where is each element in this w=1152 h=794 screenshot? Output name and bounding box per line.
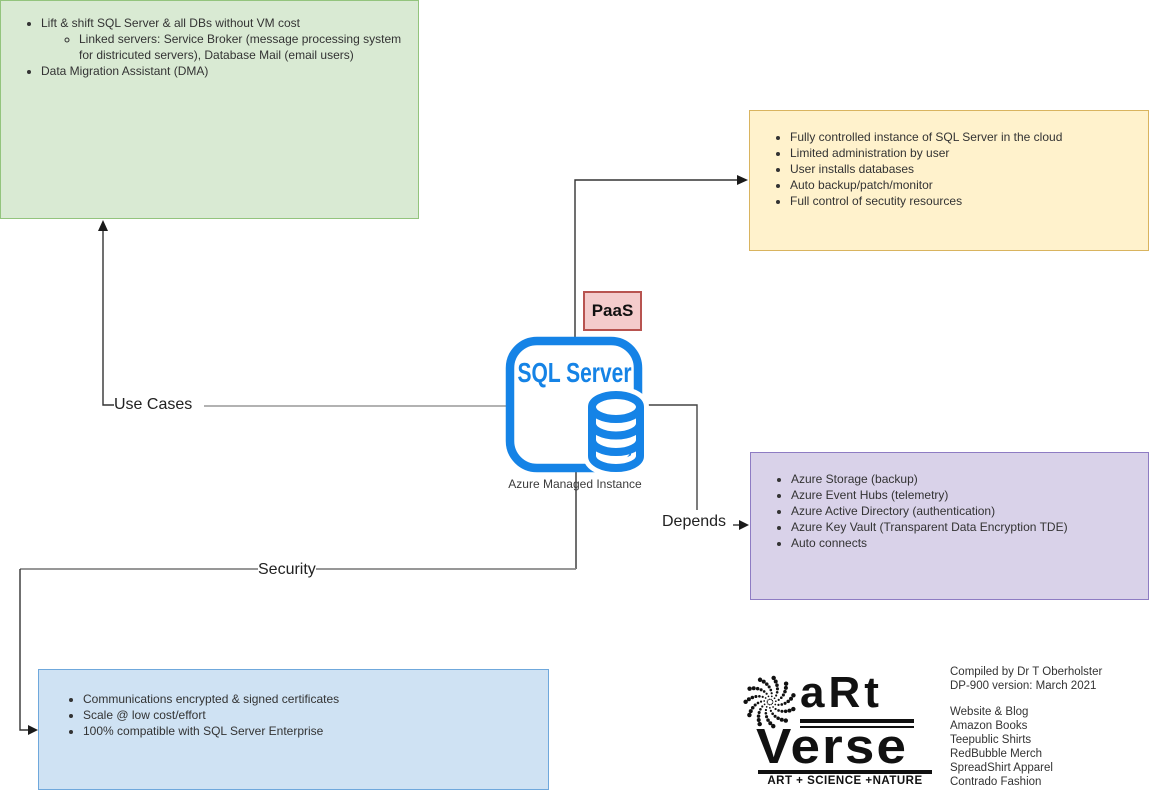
security-label: Security <box>258 561 316 579</box>
depends-label: Depends <box>662 513 727 531</box>
security-list: Communications encrypted & signed certif… <box>39 691 548 739</box>
link-contrado-fashion[interactable]: Contrado Fashion <box>950 776 1042 788</box>
credits-block: Compiled by Dr T Oberholster DP-900 vers… <box>950 665 1102 789</box>
list-item: Communications encrypted & signed certif… <box>83 691 540 707</box>
security-box: Communications encrypted & signed certif… <box>38 669 549 790</box>
list-item: Data Migration Assistant (DMA) <box>41 63 410 79</box>
link-website-blog[interactable]: Website & Blog <box>950 706 1029 718</box>
sql-server-icon-title: SQL Server <box>518 357 632 388</box>
link-teepublic-shirts[interactable]: Teepublic Shirts <box>950 734 1032 746</box>
paas-features-box: Fully controlled instance of SQL Server … <box>749 110 1149 251</box>
link-amazon-books[interactable]: Amazon Books <box>950 720 1028 732</box>
artverse-logo: aRt Verse ART + SCIENCE +NATURE <box>742 666 942 794</box>
logo-underline-thin <box>800 726 914 728</box>
use-cases-item-text: Data Migration Assistant (DMA) <box>41 64 209 78</box>
use-cases-list: Lift & shift SQL Server & all DBs withou… <box>1 15 418 79</box>
spiral-dots-icon <box>743 675 796 729</box>
sql-server-icon: SQL Server <box>505 336 649 475</box>
use-cases-label: Use Cases <box>114 396 193 414</box>
list-item: Azure Active Directory (authentication) <box>791 503 1140 519</box>
list-item: Full control of secutity resources <box>790 193 1140 209</box>
logo-word-art: aRt <box>800 668 883 717</box>
logo-word-verse: Verse <box>756 720 909 774</box>
dependencies-box: Azure Storage (backup) Azure Event Hubs … <box>750 452 1149 600</box>
credits-compiled-by: Compiled by Dr T Oberholster <box>950 666 1103 678</box>
list-item: Auto connects <box>791 535 1140 551</box>
logo-rule <box>758 770 932 774</box>
list-item: 100% compatible with SQL Server Enterpri… <box>83 723 540 739</box>
use-cases-box: Lift & shift SQL Server & all DBs withou… <box>0 0 419 219</box>
use-cases-subitem-text: Linked servers: Service Broker (message … <box>79 32 402 62</box>
use-cases-item-text: Lift & shift SQL Server & all DBs withou… <box>41 16 300 30</box>
paas-tag-label: PaaS <box>591 301 634 320</box>
icon-caption: Azure Managed Instance <box>508 477 642 491</box>
credits-version: DP-900 version: March 2021 <box>950 680 1097 692</box>
database-cylinder-icon <box>588 391 644 472</box>
list-item: Scale @ low cost/effort <box>83 707 540 723</box>
list-item: Azure Key Vault (Transparent Data Encryp… <box>791 519 1140 535</box>
list-item: User installs databases <box>790 161 1140 177</box>
link-redbubble-merch[interactable]: RedBubble Merch <box>950 748 1043 760</box>
credits-links: Website & Blog Amazon Books Teepublic Sh… <box>950 705 1102 789</box>
list-item: Azure Event Hubs (telemetry) <box>791 487 1140 503</box>
logo-tagline: ART + SCIENCE +NATURE <box>767 775 923 787</box>
use-cases-sublist: Linked servers: Service Broker (message … <box>41 31 410 63</box>
list-item: Fully controlled instance of SQL Server … <box>790 129 1140 145</box>
logo-underline <box>800 719 914 723</box>
list-item: Lift & shift SQL Server & all DBs withou… <box>41 15 410 63</box>
list-item: Auto backup/patch/monitor <box>790 177 1140 193</box>
paas-features-list: Fully controlled instance of SQL Server … <box>750 129 1148 209</box>
link-spreadshirt-apparel[interactable]: SpreadShirt Apparel <box>950 762 1053 774</box>
list-item: Limited administration by user <box>790 145 1140 161</box>
list-item: Linked servers: Service Broker (message … <box>79 31 410 63</box>
paas-tag: PaaS <box>583 291 642 331</box>
list-item: Azure Storage (backup) <box>791 471 1140 487</box>
dependencies-list: Azure Storage (backup) Azure Event Hubs … <box>751 471 1148 551</box>
